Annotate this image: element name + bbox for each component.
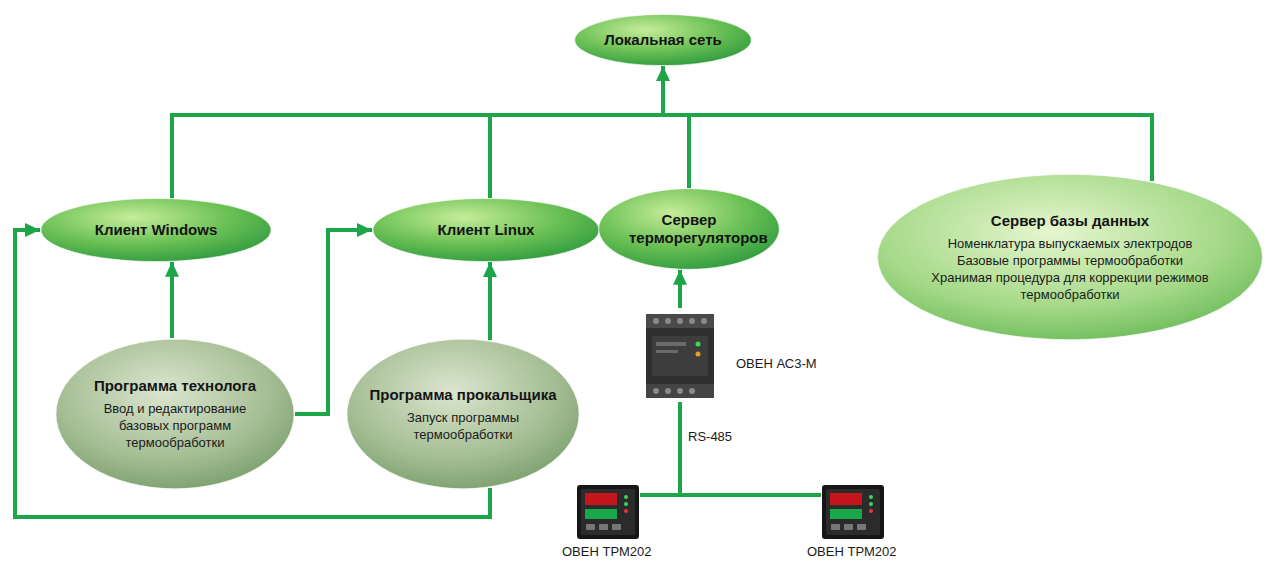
node-body: Запуск программы термообработки: [388, 409, 538, 443]
device-label: ОВЕН ТРМ202: [807, 544, 896, 560]
ellipse-body: Клиент Windows: [40, 198, 272, 262]
node-heading: Сервер терморегуляторов: [629, 211, 749, 247]
node-heading: Локальная сеть: [604, 31, 722, 49]
thermoregulator-picture: [821, 484, 885, 540]
connector-line: [678, 270, 682, 308]
connector-line: [680, 402, 821, 495]
node-body: Ввод и редактирование базовых программ т…: [90, 400, 260, 451]
text-stack: Клиент Linux: [438, 221, 535, 239]
node-heading: Клиент Windows: [95, 221, 218, 239]
ellipse-body: Локальная сеть: [574, 14, 752, 66]
program-ellipse: Программа технологаВвод и редактирование…: [55, 338, 295, 490]
text-stack: Локальная сеть: [604, 31, 722, 49]
network-ellipse: Локальная сеть: [574, 14, 752, 66]
connector-line: [172, 66, 663, 198]
node-heading: Программа прокальщика: [369, 386, 556, 404]
ellipse-body: Сервер терморегуляторов: [598, 188, 780, 270]
text-stack: Программа прокальщикаЗапуск программы те…: [369, 386, 556, 443]
node-heading: Программа технолога: [94, 377, 256, 395]
connector-line: [488, 262, 492, 340]
client-ellipse: Клиент Linux: [372, 198, 600, 262]
client-ellipse: Клиент Windows: [40, 198, 272, 262]
ellipse-body: Программа технологаВвод и редактирование…: [55, 338, 295, 490]
node-heading: Клиент Linux: [438, 221, 535, 239]
node-body: Номенклатура выпускаемых электродов Базо…: [925, 235, 1215, 303]
connector-line: [170, 262, 174, 338]
text-stack: Сервер базы данныхНоменклатура выпускаем…: [925, 212, 1215, 303]
program-ellipse: Программа прокальщикаЗапуск программы те…: [346, 338, 580, 490]
text-stack: Программа технологаВвод и редактирование…: [90, 377, 260, 451]
connector-line: [490, 66, 663, 198]
converter-module-picture: [640, 308, 720, 402]
connector-line: [663, 66, 1152, 181]
thermoregulator: ОВЕН ТРМ202: [560, 484, 660, 562]
device-label: ОВЕН ТРМ202: [562, 544, 651, 560]
device-label: ОВЕН АС3-М: [736, 356, 817, 372]
text-stack: Сервер терморегуляторов: [629, 211, 749, 247]
ellipse-body: Клиент Linux: [372, 198, 600, 262]
converter-module: ОВЕН АС3-М: [640, 308, 840, 402]
ellipse-body: Программа прокальщикаЗапуск программы те…: [346, 338, 580, 490]
ellipse-body: Сервер базы данныхНоменклатура выпускаем…: [876, 173, 1264, 341]
thermoregulator: ОВЕН ТРМ202: [805, 484, 905, 562]
connector-line: [663, 66, 689, 188]
bus-label: RS-485: [686, 429, 734, 445]
database-ellipse: Сервер базы данныхНоменклатура выпускаем…: [876, 173, 1264, 341]
thermoregulator-picture: [576, 484, 640, 540]
connector-line: [640, 402, 680, 495]
node-heading: Сервер базы данных: [991, 212, 1149, 230]
server-ellipse: Сервер терморегуляторов: [598, 188, 780, 270]
text-stack: Клиент Windows: [95, 221, 218, 239]
